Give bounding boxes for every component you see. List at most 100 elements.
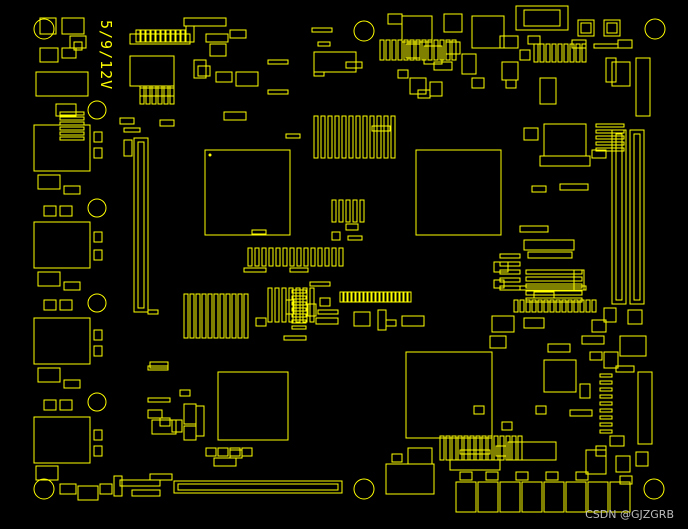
smd-pad bbox=[345, 223, 359, 231]
smd-pad bbox=[311, 27, 333, 33]
component-pad bbox=[501, 61, 519, 81]
passive-component bbox=[254, 247, 260, 267]
passive-component bbox=[150, 29, 156, 43]
smd-pad bbox=[505, 79, 517, 89]
passive-component bbox=[247, 247, 253, 267]
smd-pad bbox=[493, 279, 505, 289]
component-pad bbox=[59, 299, 73, 311]
component-pad bbox=[93, 147, 103, 159]
horizontal-header-inner bbox=[177, 483, 339, 491]
smd-pad bbox=[285, 133, 301, 139]
smd-pad bbox=[255, 317, 267, 327]
passive-component bbox=[59, 116, 85, 121]
passive-component bbox=[487, 435, 493, 461]
smd-pad bbox=[147, 309, 159, 315]
passive-component bbox=[324, 247, 330, 267]
passive-component bbox=[391, 39, 397, 61]
passive-component bbox=[155, 29, 161, 43]
passive-component bbox=[391, 291, 396, 303]
passive-component bbox=[499, 261, 521, 267]
smd-pad bbox=[73, 41, 83, 51]
component-pad bbox=[93, 249, 103, 261]
passive-component bbox=[219, 293, 225, 339]
round-pad bbox=[87, 198, 107, 218]
smd-pad bbox=[609, 435, 625, 447]
passive-component bbox=[551, 43, 557, 63]
component-pad bbox=[59, 399, 73, 411]
passive-component bbox=[595, 141, 625, 146]
coax-connector bbox=[587, 481, 609, 513]
smd-pad bbox=[205, 33, 229, 43]
passive-component bbox=[403, 291, 408, 303]
mounting-hole bbox=[353, 478, 375, 500]
passive-component bbox=[573, 299, 579, 313]
smd-pad bbox=[183, 403, 197, 425]
smd-pad bbox=[471, 77, 485, 89]
smd-pad bbox=[251, 229, 267, 235]
smd-pad bbox=[559, 183, 589, 191]
component-pad bbox=[545, 471, 559, 481]
passive-component bbox=[445, 435, 451, 461]
passive-component bbox=[385, 39, 391, 61]
component-pad bbox=[606, 22, 618, 34]
smd-pad bbox=[615, 365, 635, 373]
passive-component bbox=[363, 291, 368, 303]
smd-pad bbox=[401, 315, 425, 327]
passive-component bbox=[140, 29, 146, 43]
passive-component bbox=[581, 43, 587, 63]
passive-component bbox=[189, 293, 195, 339]
passive-component bbox=[225, 293, 231, 339]
passive-component bbox=[537, 299, 543, 313]
passive-component bbox=[395, 291, 400, 303]
passive-component bbox=[310, 247, 316, 267]
passive-component bbox=[399, 291, 404, 303]
passive-component bbox=[545, 43, 551, 63]
smd-pad bbox=[603, 307, 617, 323]
passive-component bbox=[231, 293, 237, 339]
passive-component bbox=[347, 291, 352, 303]
passive-component bbox=[557, 43, 563, 63]
passive-component bbox=[59, 121, 85, 126]
passive-component bbox=[338, 199, 344, 223]
passive-component bbox=[409, 39, 415, 61]
crystal-inner bbox=[523, 9, 561, 27]
passive-component bbox=[282, 247, 288, 267]
passive-component bbox=[291, 319, 307, 324]
passive-component bbox=[525, 276, 583, 282]
passive-component bbox=[352, 199, 358, 223]
smd-pad bbox=[209, 43, 227, 57]
smd-pad bbox=[345, 61, 363, 69]
passive-component bbox=[243, 293, 249, 339]
coax-connector bbox=[565, 481, 587, 513]
component-pad bbox=[459, 471, 473, 481]
passive-component bbox=[201, 293, 207, 339]
passive-component bbox=[180, 29, 186, 43]
smd-pad bbox=[223, 111, 247, 121]
passive-component bbox=[348, 115, 354, 159]
smd-pad bbox=[59, 483, 77, 495]
passive-component bbox=[595, 129, 625, 134]
component-pad bbox=[515, 471, 529, 481]
passive-component bbox=[451, 435, 457, 461]
round-pad bbox=[87, 100, 107, 120]
smd-pad bbox=[391, 453, 403, 463]
smd-pad bbox=[149, 473, 173, 481]
passive-component bbox=[549, 299, 555, 313]
passive-component bbox=[599, 429, 613, 434]
smd-pad bbox=[593, 43, 619, 49]
smd-pad bbox=[131, 489, 161, 497]
passive-component bbox=[175, 29, 181, 43]
passive-component bbox=[439, 435, 445, 461]
passive-component bbox=[291, 295, 307, 300]
passive-component bbox=[525, 299, 531, 313]
scattered-pads bbox=[39, 13, 649, 501]
smd-pad bbox=[39, 17, 57, 35]
smd-pad bbox=[519, 49, 531, 61]
component-pad bbox=[37, 174, 61, 190]
controller-chip bbox=[217, 371, 289, 441]
component-pad bbox=[63, 185, 81, 195]
module-footprint bbox=[507, 441, 557, 461]
passive-component bbox=[555, 299, 561, 313]
smd-pad bbox=[77, 485, 99, 501]
passive-component bbox=[369, 115, 375, 159]
